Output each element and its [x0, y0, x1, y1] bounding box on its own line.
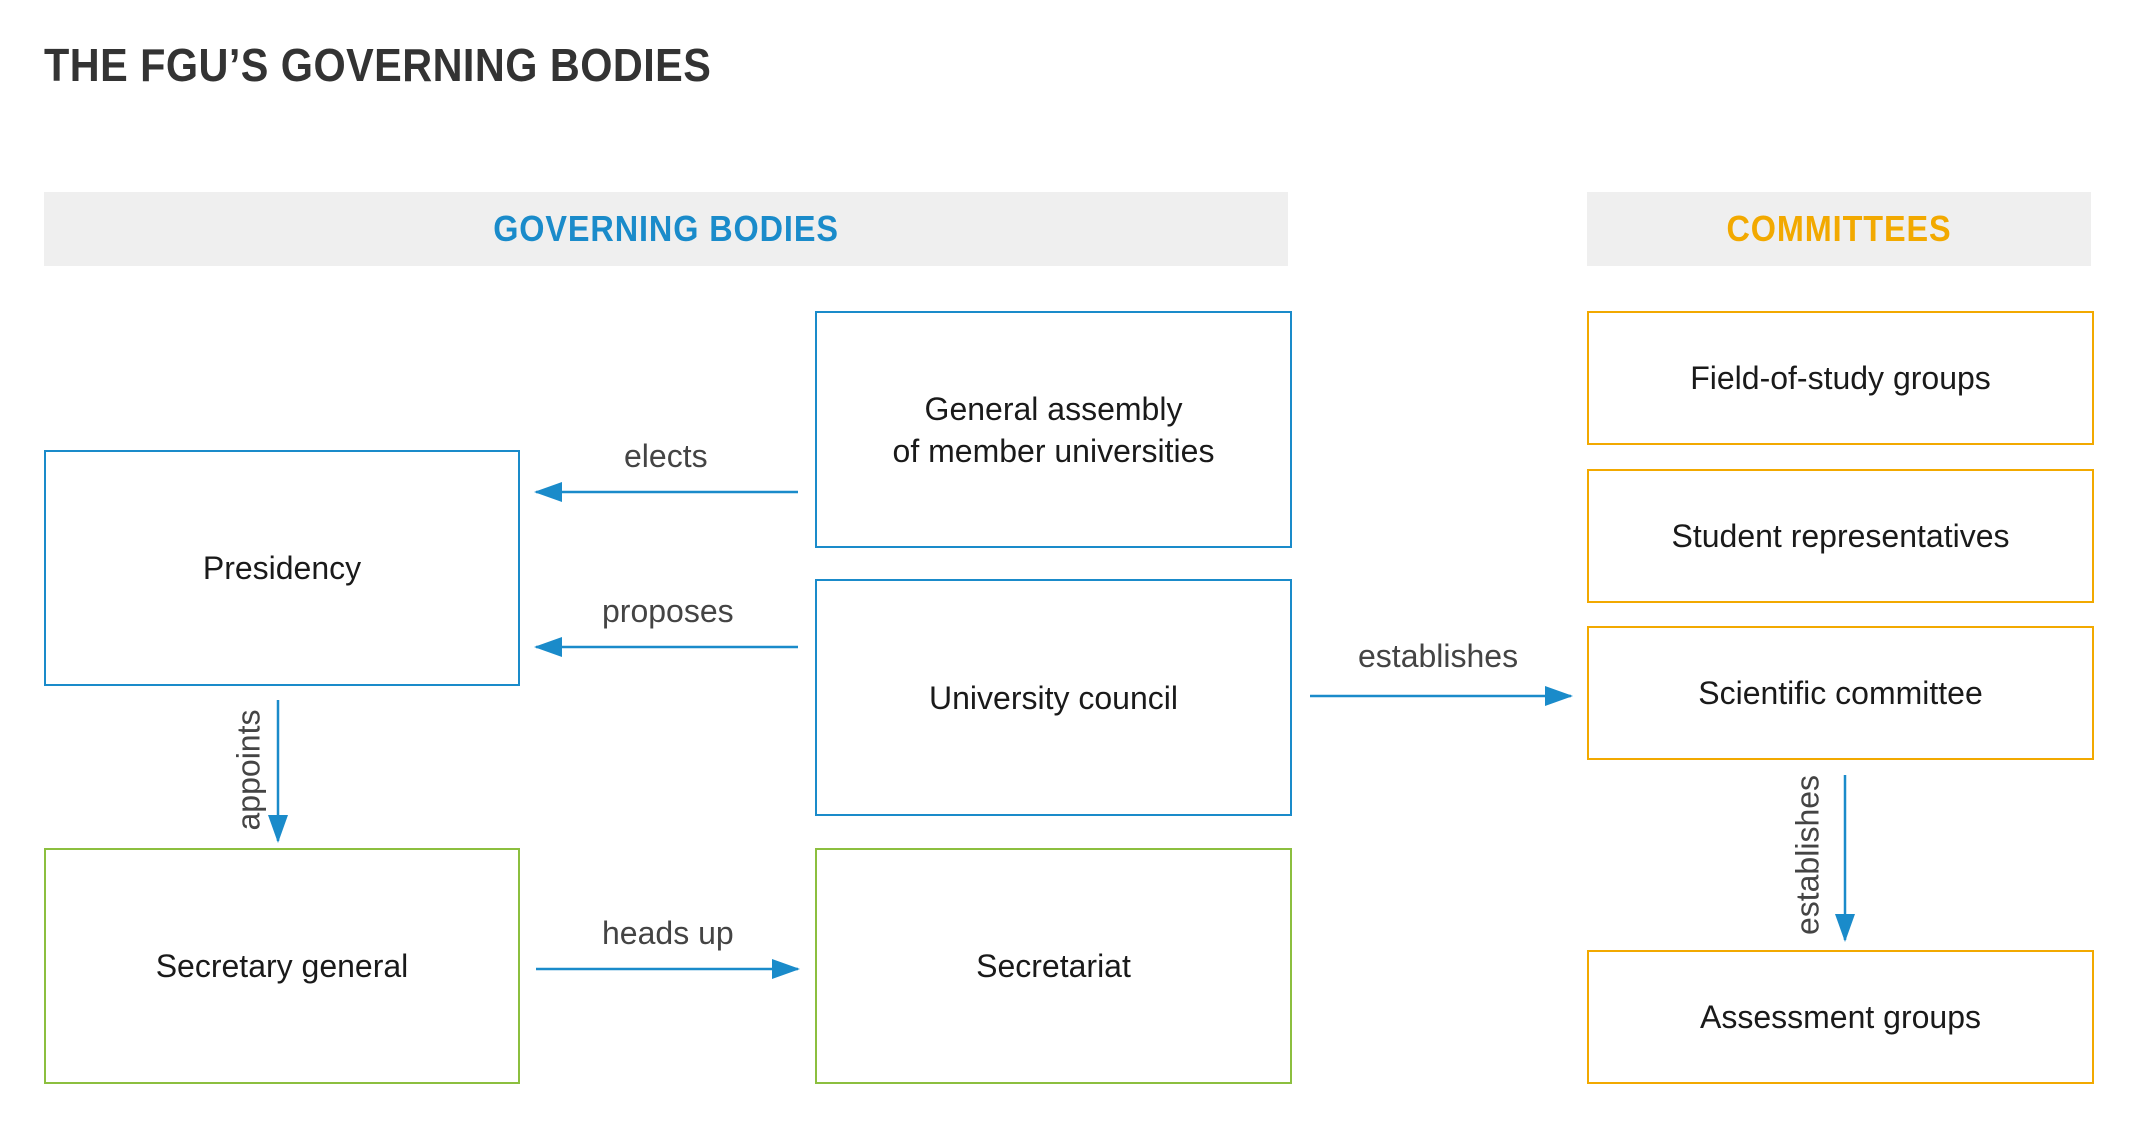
committees-header-label: COMMITTEES: [1726, 208, 1952, 249]
general-assembly-box: General assembly of member universities: [815, 311, 1292, 548]
student-representatives-box: Student representatives: [1587, 469, 2094, 603]
secretariat-box: Secretariat: [815, 848, 1292, 1084]
establishes-groups-label: establishes: [1789, 774, 1826, 936]
page-title: THE FGU’S GOVERNING BODIES: [44, 39, 712, 91]
presidency-box: Presidency: [44, 450, 520, 686]
elects-label: elects: [624, 438, 708, 474]
assessment-groups-box: Assessment groups: [1587, 950, 2094, 1084]
university-council-box: University council: [815, 579, 1292, 816]
secretary-general-box: Secretary general: [44, 848, 520, 1084]
proposes-label: proposes: [602, 593, 734, 629]
heads-up-label: heads up: [602, 915, 734, 951]
scientific-committee-box: Scientific committee: [1587, 626, 2094, 760]
governing-bodies-header: GOVERNING BODIES: [44, 192, 1288, 266]
governing-bodies-header-label: GOVERNING BODIES: [493, 208, 839, 249]
appoints-label: appoints: [230, 709, 267, 831]
establishes-committees-label: establishes: [1358, 638, 1519, 674]
field-of-study-groups-box: Field-of-study groups: [1587, 311, 2094, 445]
committees-header: COMMITTEES: [1587, 192, 2091, 266]
